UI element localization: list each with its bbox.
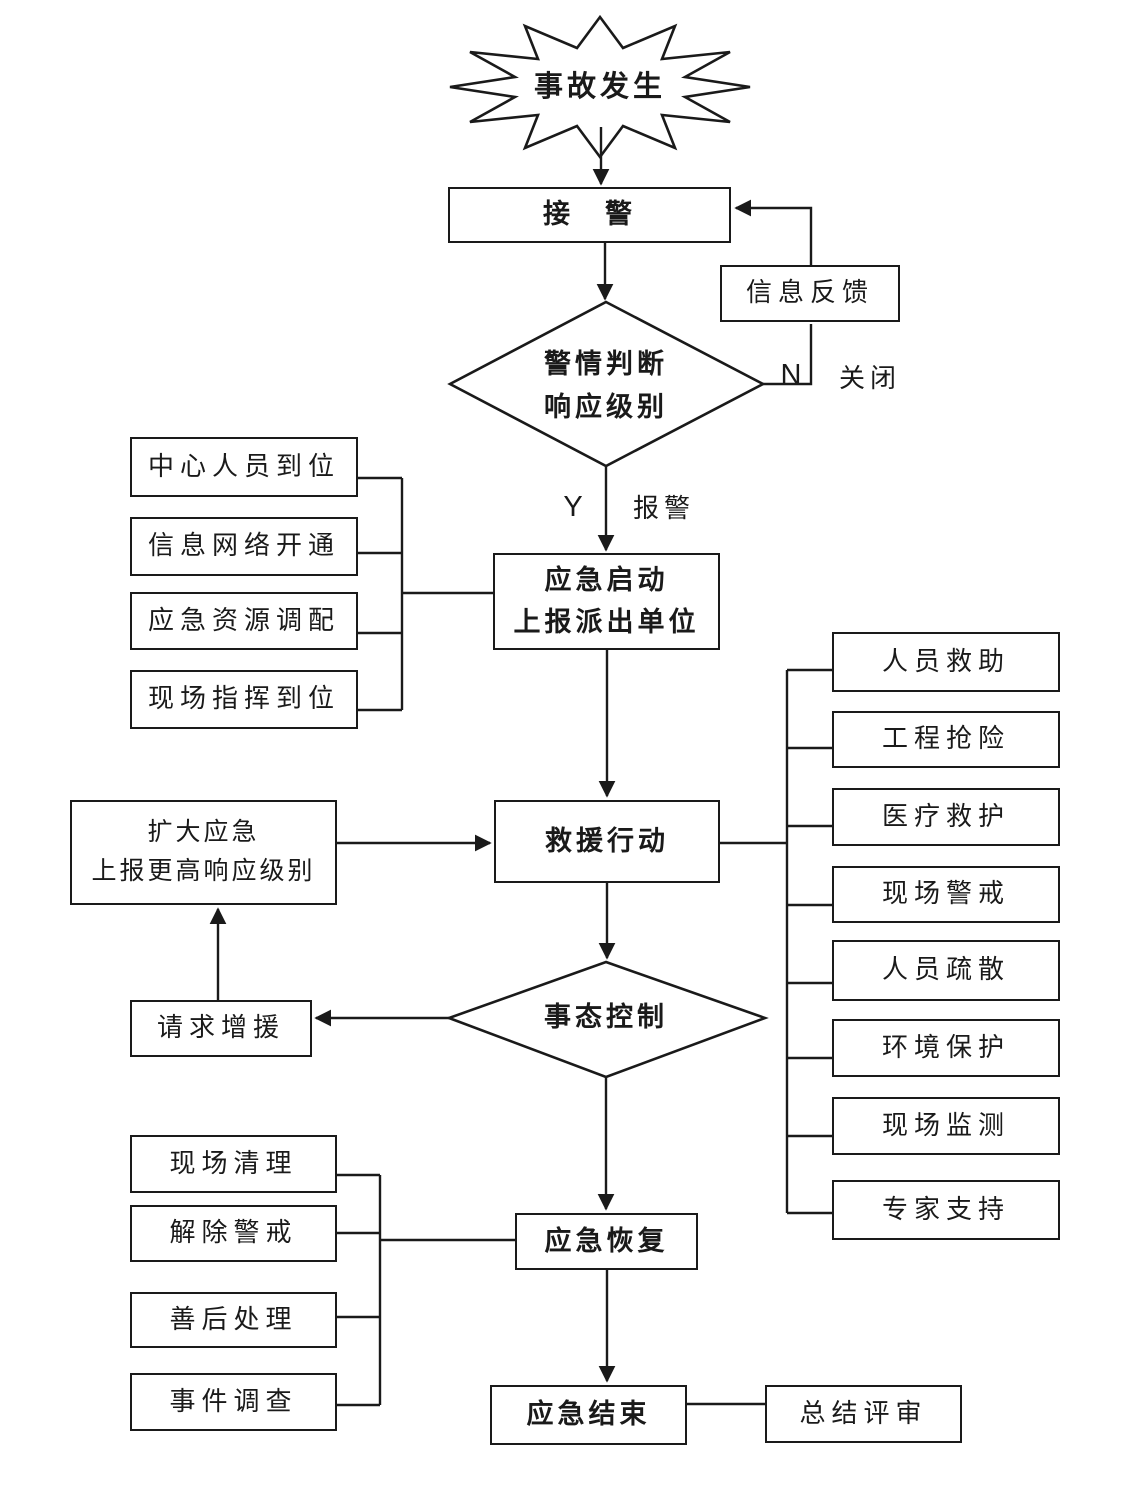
prep-box-info-network: 信息网络开通 bbox=[130, 517, 358, 576]
node-emergency-startup: 应急启动 上报派出单位 bbox=[493, 553, 720, 650]
action-box-environment-protection: 环境保护 bbox=[832, 1019, 1060, 1077]
node-emergency-recovery: 应急恢复 bbox=[515, 1213, 698, 1270]
action-box-site-cordon: 现场警戒 bbox=[832, 866, 1060, 923]
node-control-diamond: 事态控制 bbox=[544, 1002, 668, 1033]
recovery-box-aftermath: 善后处理 bbox=[130, 1292, 337, 1348]
branch-label-alarm: 报警 bbox=[633, 493, 696, 523]
action-box-site-monitoring: 现场监测 bbox=[832, 1097, 1060, 1155]
recovery-box-site-cleanup: 现场清理 bbox=[130, 1135, 337, 1193]
prep-box-site-command: 现场指挥到位 bbox=[130, 670, 358, 729]
node-judgment-diamond: 警情判断 响应级别 bbox=[544, 348, 668, 422]
branch-label-close: 关闭 bbox=[839, 363, 902, 393]
node-alarm-reception: 接 警 bbox=[448, 187, 731, 243]
action-box-engineering-rescue: 工程抢险 bbox=[832, 711, 1060, 768]
action-box-medical-aid: 医疗救护 bbox=[832, 788, 1060, 846]
action-box-expert-support: 专家支持 bbox=[832, 1180, 1060, 1240]
recovery-box-incident-investigation: 事件调查 bbox=[130, 1373, 337, 1431]
branch-label-no: N bbox=[780, 358, 802, 391]
node-request-reinforcement: 请求增援 bbox=[130, 1000, 312, 1057]
prep-box-center-staff: 中心人员到位 bbox=[130, 437, 358, 497]
starburst-shape bbox=[449, 14, 751, 160]
node-expand-emergency: 扩大应急 上报更高响应级别 bbox=[70, 800, 337, 905]
action-box-evacuation: 人员疏散 bbox=[832, 940, 1060, 1001]
node-emergency-end: 应急结束 bbox=[490, 1385, 687, 1445]
node-accident-start: 事故发生 bbox=[533, 70, 666, 103]
recovery-box-lift-cordon: 解除警戒 bbox=[130, 1205, 337, 1262]
branch-label-yes: Y bbox=[563, 490, 583, 523]
node-rescue-action: 救援行动 bbox=[494, 800, 720, 883]
action-box-personnel-rescue: 人员救助 bbox=[832, 632, 1060, 692]
node-summary-review: 总结评审 bbox=[765, 1385, 962, 1443]
node-info-feedback: 信息反馈 bbox=[720, 265, 900, 322]
prep-box-resource-dispatch: 应急资源调配 bbox=[130, 592, 358, 650]
